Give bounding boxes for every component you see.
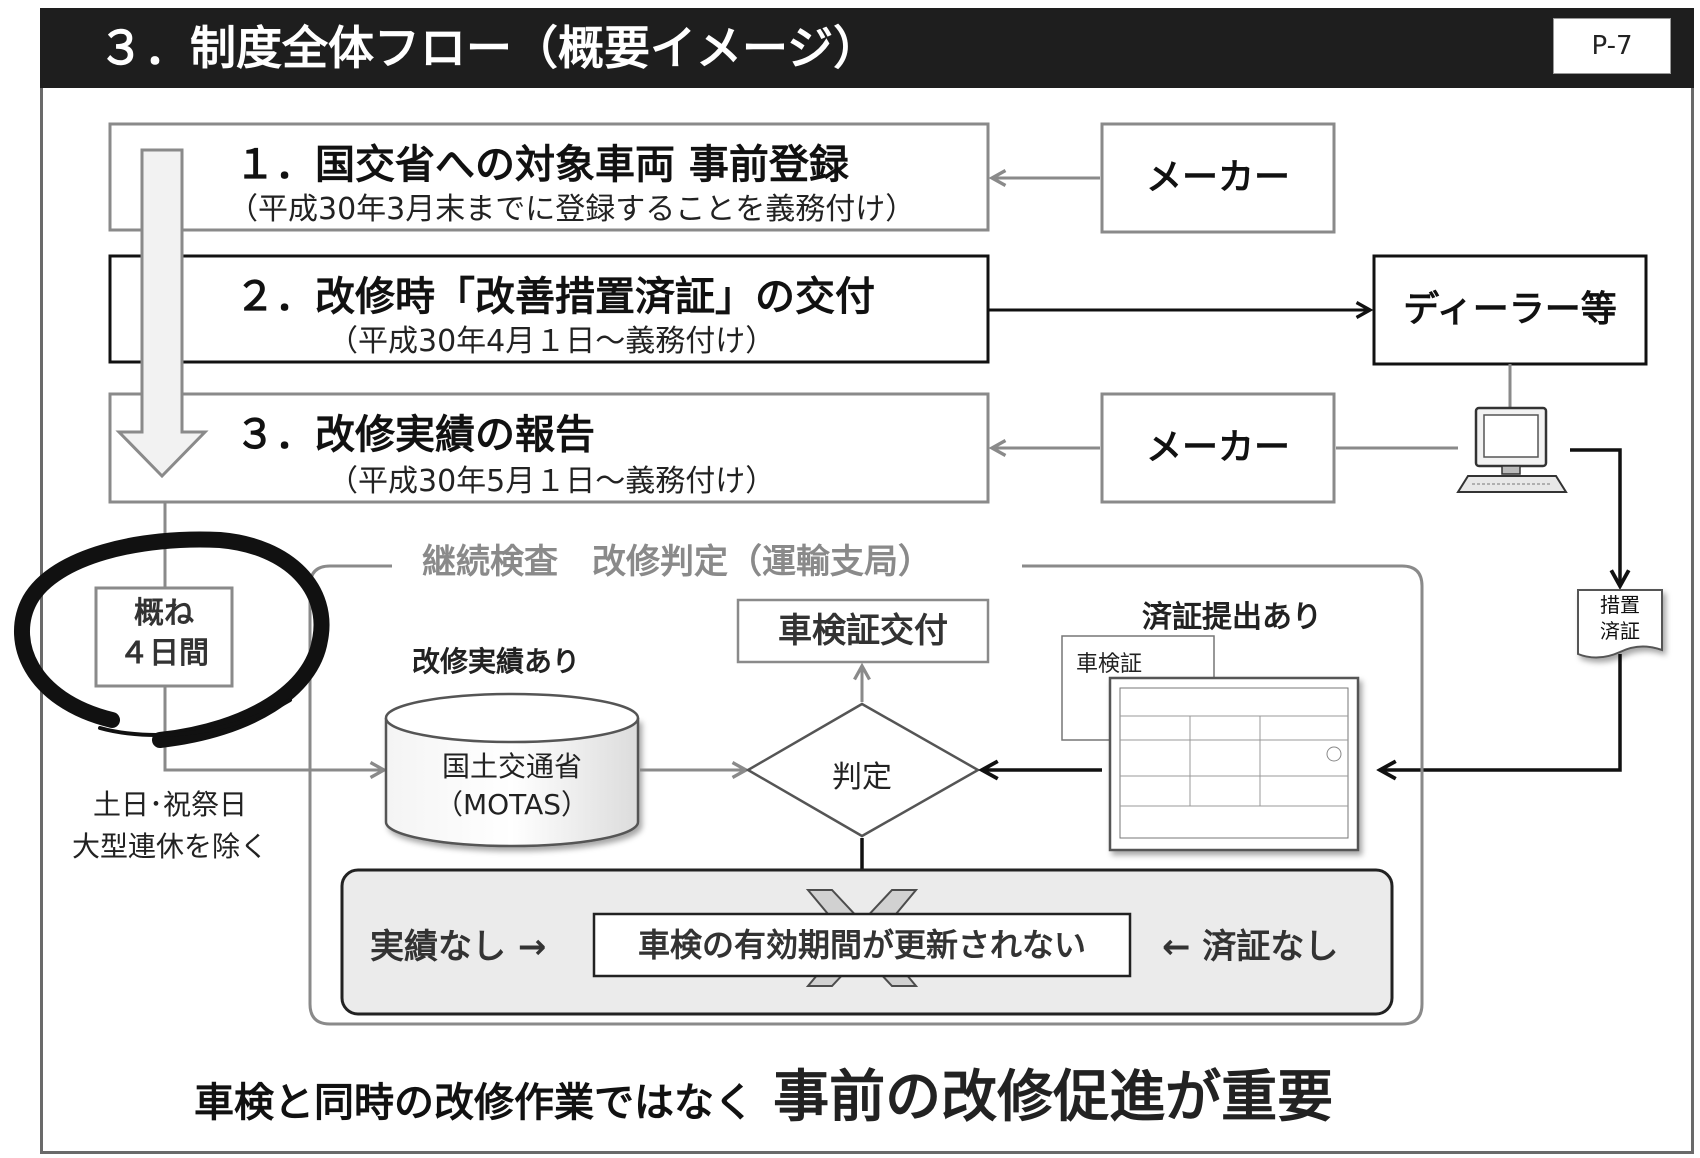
maker-mid-box — [1100, 392, 1336, 504]
db-line1: 国土交通省 — [441, 750, 582, 783]
vehicle-cert-label: 車検証 — [1076, 652, 1143, 677]
step-1-title: １．国交省への対象車両 事前登録 — [235, 142, 849, 188]
line-pc-to-doc — [1570, 448, 1620, 586]
outcome-no-cert: ← 済証なし — [1162, 927, 1339, 967]
cert-doc-line1: 措置 — [1600, 593, 1640, 617]
step-3: ３．改修実績の報告 （平成30年5月１日～義務付け） — [110, 394, 988, 502]
step1-box — [108, 122, 990, 232]
step-2-title: ２．改修時「改善措置済証」の交付 — [235, 274, 875, 320]
outcome-not-renewed: 車検の有効期間が更新されない — [637, 926, 1086, 964]
issue-box — [736, 598, 990, 664]
maker-mid-label: メーカー — [1145, 427, 1290, 468]
issue-label: 車検証交付 — [778, 611, 948, 651]
outcome-center-box — [592, 912, 1132, 978]
excluded-line2: 大型連休を除く — [71, 830, 268, 863]
has-record-label: 改修実績あり — [412, 645, 581, 678]
footer-normal: 車検と同時の改修作業ではなく — [194, 1080, 754, 1126]
cert-doc-shape — [1577, 589, 1663, 659]
brush-circle-mark — [14, 531, 330, 748]
page-title: ３．制度全体フロー（概要イメージ） — [98, 21, 880, 75]
judge-diamond — [745, 702, 981, 838]
step-3-sub: （平成30年5月１日～義務付け） — [328, 464, 776, 499]
cert-doc-line2: 済証 — [1600, 619, 1640, 643]
db-line2: （MOTAS） — [434, 788, 590, 821]
days-line1: 概ね — [134, 596, 194, 631]
vehicle-cert-document — [1061, 635, 1360, 852]
step-1-sub: （平成30年3月末までに登録することを義務付け） — [228, 192, 916, 227]
header-bar — [40, 8, 1694, 88]
maker-top-box — [1100, 122, 1336, 234]
step3-box — [108, 392, 990, 504]
database-cylinder — [384, 692, 640, 848]
cert-doc-label: 措置 済証 — [1578, 592, 1662, 644]
big-down-arrow — [115, 148, 209, 479]
footer-emphasis: 事前の改修促進が重要 — [773, 1065, 1334, 1130]
dealer-box — [1372, 254, 1648, 366]
step-3-title: ３．改修実績の報告 — [235, 412, 595, 458]
outcome-no-record: 実績なし → — [370, 927, 547, 967]
cert-submitted-label: 済証提出あり — [1142, 600, 1322, 635]
judge-label: 判定 — [832, 760, 892, 795]
maker-top-label: メーカー — [1145, 157, 1290, 198]
step-2: ２．改修時「改善措置済証」の交付 （平成30年4月１日～義務付け） — [110, 256, 988, 362]
step-2-sub: （平成30年4月１日～義務付け） — [328, 324, 776, 359]
computer-icon — [1456, 406, 1568, 493]
line-doc-to-judge — [1380, 654, 1622, 770]
page-number: P-7 — [1553, 18, 1671, 74]
excluded-line1: 土日･祝祭日 — [92, 788, 247, 821]
line-days-to-db — [163, 686, 384, 770]
days-label: 概ね ４日間 — [96, 594, 232, 674]
database-label: 国土交通省 （MOTAS） — [386, 748, 638, 824]
days-box — [94, 586, 234, 688]
excluded-days-note: 土日･祝祭日 大型連休を除く — [40, 784, 300, 868]
dealer-label: ディーラー等 — [1403, 289, 1617, 330]
inspection-title: 継続検査 改修判定（運輸支局） — [412, 540, 942, 584]
step2-box — [108, 254, 990, 364]
days-line2: ４日間 — [119, 636, 209, 671]
step-1: １．国交省への対象車両 事前登録 （平成30年3月末までに登録することを義務付け… — [110, 124, 988, 230]
footer-message: 車検と同時の改修作業ではなく 事前の改修促進が重要 — [194, 1060, 1333, 1136]
